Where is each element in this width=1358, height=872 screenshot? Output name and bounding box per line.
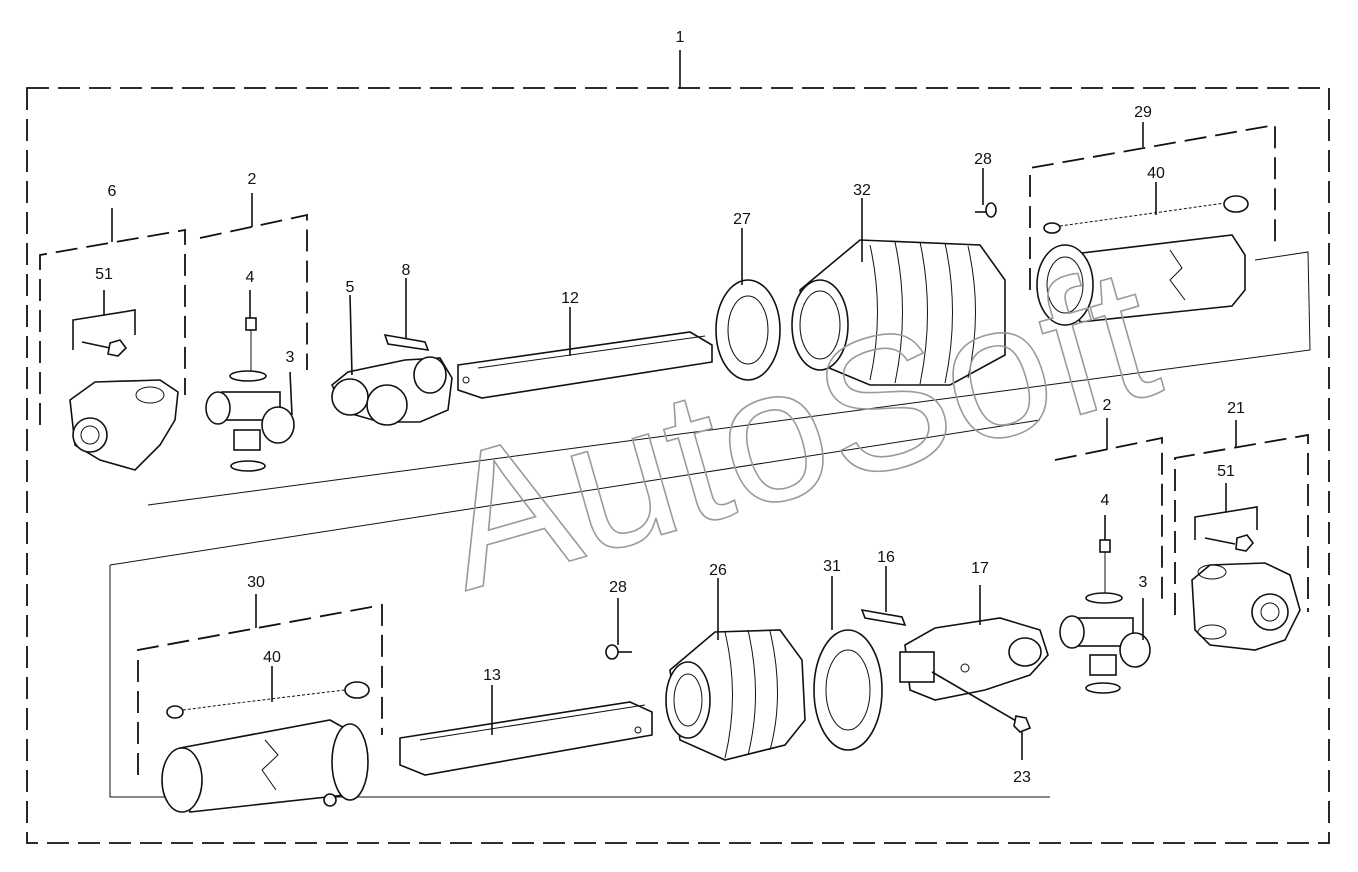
bolt-51-upper [81,339,128,357]
ring-31 [813,576,883,751]
callout-13: 13 [483,667,501,684]
callout-40: 40 [1147,165,1165,182]
callout-27: 27 [733,211,751,228]
yoke-5 [331,294,453,426]
callout-labels: 1 6 51 2 4 3 5 8 12 27 32 28 29 40 2 21 … [95,29,1245,786]
yoke-17 [899,585,1049,701]
callout-28-lower: 28 [609,579,627,596]
grease-fitting-4-upper [245,290,257,372]
callout-12: 12 [561,290,579,307]
callout-51-lower: 51 [1217,463,1235,480]
callout-51: 51 [95,266,113,283]
chain-40-upper [1043,182,1249,234]
bellows-26 [665,578,806,761]
callout-29: 29 [1134,104,1152,121]
callout-3-lower: 3 [1139,574,1148,591]
bolt-51-lower [1204,534,1255,552]
callout-17: 17 [971,560,989,577]
callout-2-lower: 2 [1103,397,1112,414]
chain-40-lower [166,666,370,719]
bellows-32 [791,198,1006,386]
callout-2: 2 [248,171,257,188]
callout-21: 21 [1227,400,1245,417]
yoke-21 [1191,562,1301,651]
assembly-frame [26,50,1330,844]
yoke-6 [69,379,179,471]
callout-5: 5 [346,279,355,296]
callout-16: 16 [877,549,895,566]
callout-4: 4 [246,269,255,286]
cross-3-upper [205,370,295,472]
upper-row-parts [69,168,1249,472]
grease-fitting-4-lower [1099,515,1111,595]
callout-40-lower: 40 [263,649,281,666]
pin-16 [860,566,907,627]
screw-28-upper [975,168,997,218]
callout-31: 31 [823,558,841,575]
tube-13 [399,685,653,776]
callout-6: 6 [108,183,117,200]
group-brackets [39,122,1309,775]
callout-26: 26 [709,562,727,579]
callout-32: 32 [853,182,871,199]
callout-3: 3 [286,349,295,366]
callout-28: 28 [974,151,992,168]
lower-row-parts [161,515,1301,813]
callout-4-lower: 4 [1101,492,1110,509]
guard-tube-29 [1036,234,1246,326]
guard-tube-30 [161,719,369,813]
watermark-text: AutoSoft [418,226,1177,631]
cross-3-lower [1059,592,1151,694]
row-planes [109,251,1311,798]
grease-fitting-23 [931,671,1032,760]
callout-1: 1 [676,29,685,46]
ring-27 [715,228,781,381]
callout-8: 8 [402,262,411,279]
callout-30: 30 [247,574,265,591]
callout-23: 23 [1013,769,1031,786]
screw-28-lower [605,598,632,660]
pin-8 [383,278,430,351]
tube-12 [457,307,713,399]
